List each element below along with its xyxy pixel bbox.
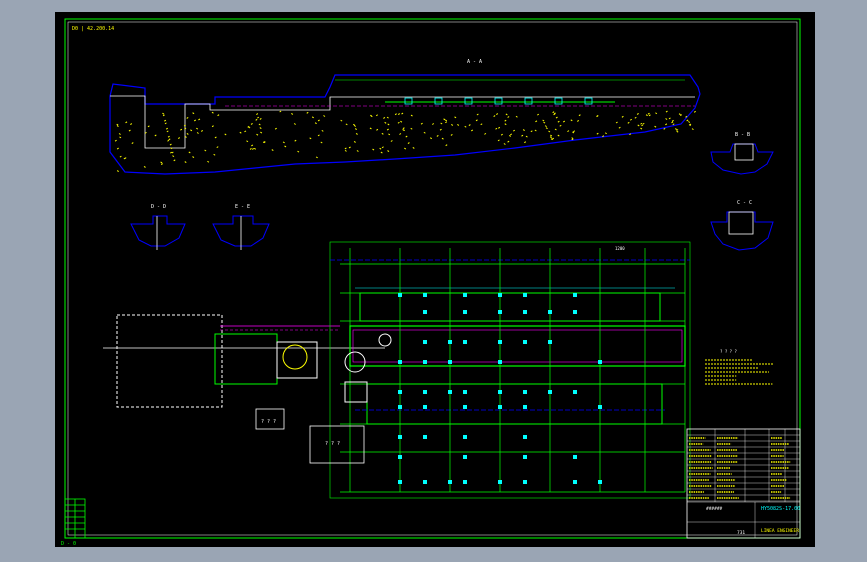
aa-gravel-pattern xyxy=(114,110,696,172)
drawing-sheet: D0 | 42.200.14 D - 0 A - A xyxy=(55,12,815,547)
left-title-strip xyxy=(64,498,86,539)
title-block: HY5082S-17.00 LINEA ENGINEER 731 ###### xyxy=(686,428,801,539)
aa-pile-marks xyxy=(404,97,593,105)
drawing-border xyxy=(67,21,798,536)
plan-outline xyxy=(329,241,691,499)
drawing-frame xyxy=(64,18,801,539)
section-aa-title: A - A xyxy=(467,59,482,65)
plan-pile-nodes xyxy=(398,293,602,484)
title-block-stamp: 731 xyxy=(737,530,745,536)
notes-title: ? ? ? ? xyxy=(720,349,737,354)
notes-block: ? ? ? ? xyxy=(705,349,774,385)
plan-column-grid xyxy=(340,248,686,493)
title-block-marker: ###### xyxy=(706,506,723,512)
section-dd: D - D xyxy=(130,204,186,250)
corner-label: D0 | 42.200.14 xyxy=(72,26,114,32)
plan-pump-house xyxy=(214,333,392,403)
label-box-a-text: ? ? ? xyxy=(261,419,276,425)
label-box-a xyxy=(255,408,285,430)
section-bb-title: B - B xyxy=(735,132,750,138)
section-cc: C - C xyxy=(710,200,774,251)
bottom-left-label: D - 0 xyxy=(61,541,76,547)
section-dd-title: D - D xyxy=(151,204,166,210)
title-block-company: LINEA ENGINEER xyxy=(761,528,799,534)
section-cc-title: C - C xyxy=(737,200,752,206)
section-ee-title: E - E xyxy=(235,204,250,210)
section-bb: B - B xyxy=(710,132,774,175)
section-ee: E - E xyxy=(212,204,270,250)
plan-dashed-area xyxy=(116,314,223,408)
cad-drawing: D0 | 42.200.14 D - 0 A - A xyxy=(61,18,801,547)
title-block-code: HY5082S-17.00 xyxy=(761,506,800,512)
label-box-b-text: ? ? ? xyxy=(325,441,340,447)
label-box-b xyxy=(309,425,365,464)
plan-dim-label: 1200 xyxy=(615,246,625,251)
section-aa: A - A xyxy=(109,59,701,175)
plan-view: 1200 xyxy=(103,241,691,499)
